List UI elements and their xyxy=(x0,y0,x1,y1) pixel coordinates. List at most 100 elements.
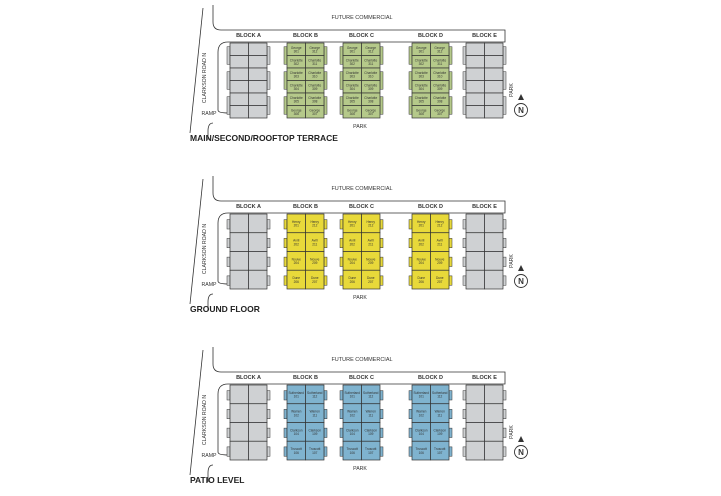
unit-name: Charlotte xyxy=(290,71,303,75)
balcony xyxy=(226,390,231,401)
balcony xyxy=(283,275,288,286)
balcony xyxy=(323,427,328,438)
unit-number: 202 xyxy=(419,242,425,246)
unit-name: Charlotte xyxy=(346,71,359,75)
unit-name: Charlotte xyxy=(415,71,428,75)
unit-number: 311 xyxy=(368,62,373,66)
balcony xyxy=(379,390,384,401)
unit-shape xyxy=(465,422,485,442)
balcony xyxy=(283,427,288,438)
ramp-line xyxy=(207,464,214,482)
balcony xyxy=(266,409,271,419)
unit xyxy=(465,42,485,56)
unit xyxy=(248,251,268,271)
unit-shape xyxy=(229,232,249,252)
balcony xyxy=(502,427,507,438)
unit-name: Henry xyxy=(417,220,426,224)
balcony xyxy=(448,409,453,419)
balcony xyxy=(339,427,344,438)
balcony xyxy=(379,71,384,90)
balcony xyxy=(339,219,344,230)
block-d: Sutherland101Sutherland112Warren102Warre… xyxy=(408,384,453,461)
unit-shape xyxy=(465,213,485,234)
unit-shape xyxy=(229,213,249,234)
unit-number: 106 xyxy=(419,451,425,455)
balcony xyxy=(266,446,271,457)
unit-number: 112 xyxy=(368,395,373,399)
unit-shape xyxy=(229,384,249,405)
unit-shape xyxy=(229,403,249,423)
unit xyxy=(229,92,249,106)
unit-name: Charlotte xyxy=(364,83,377,87)
unit-name: Charlotte xyxy=(433,71,446,75)
unit-name: Sutherland xyxy=(289,391,305,395)
north-arrow-icon xyxy=(518,94,524,100)
unit-name: Sutherland xyxy=(432,391,448,395)
unit xyxy=(484,384,504,405)
ramp-label: RAMP xyxy=(202,111,218,117)
unit xyxy=(465,403,485,423)
unit-shape xyxy=(484,105,504,119)
unit xyxy=(484,105,504,119)
block-label: BLOCK A xyxy=(236,375,261,381)
panel-title: MAIN/SECOND/ROOFTOP TERRACE xyxy=(190,133,338,143)
unit-number: 307 xyxy=(437,112,443,116)
unit-number: 310 xyxy=(312,75,318,79)
unit-number: 106 xyxy=(350,451,356,455)
park-label-bottom: PARK xyxy=(353,295,367,301)
clarkson-road-line xyxy=(189,7,204,134)
unit-shape xyxy=(484,55,504,69)
unit-shape xyxy=(248,422,268,442)
balcony xyxy=(266,71,271,90)
unit-name: Henry xyxy=(292,220,301,224)
balcony xyxy=(283,238,288,248)
park-label-bottom: PARK xyxy=(353,124,367,130)
unit-name: Nouve xyxy=(348,257,357,261)
unit xyxy=(465,67,485,81)
unit-shape xyxy=(248,67,268,81)
block-c: George301George312Charlotte302Charlotte3… xyxy=(339,42,384,119)
unit xyxy=(248,80,268,94)
unit-name: Avril xyxy=(418,239,424,243)
unit-shape xyxy=(229,422,249,442)
unit-shape xyxy=(229,251,249,271)
balcony xyxy=(339,96,344,115)
unit-name: Charlotte xyxy=(308,71,321,75)
unit-number: 307 xyxy=(368,112,374,116)
unit-name: Truscott xyxy=(309,447,321,451)
unit xyxy=(248,269,268,290)
unit-name: Clarkson xyxy=(415,428,428,432)
balcony xyxy=(448,390,453,401)
balcony xyxy=(502,256,507,267)
balcony xyxy=(502,46,507,65)
unit-shape xyxy=(484,92,504,106)
unit-number: 302 xyxy=(350,62,356,66)
north-arrow-icon xyxy=(518,265,524,271)
balcony xyxy=(226,275,231,286)
unit-name: Warren xyxy=(366,410,377,414)
unit-name: Dune xyxy=(311,276,319,280)
future-commercial-label: FUTURE COMMERCIAL xyxy=(331,15,392,21)
